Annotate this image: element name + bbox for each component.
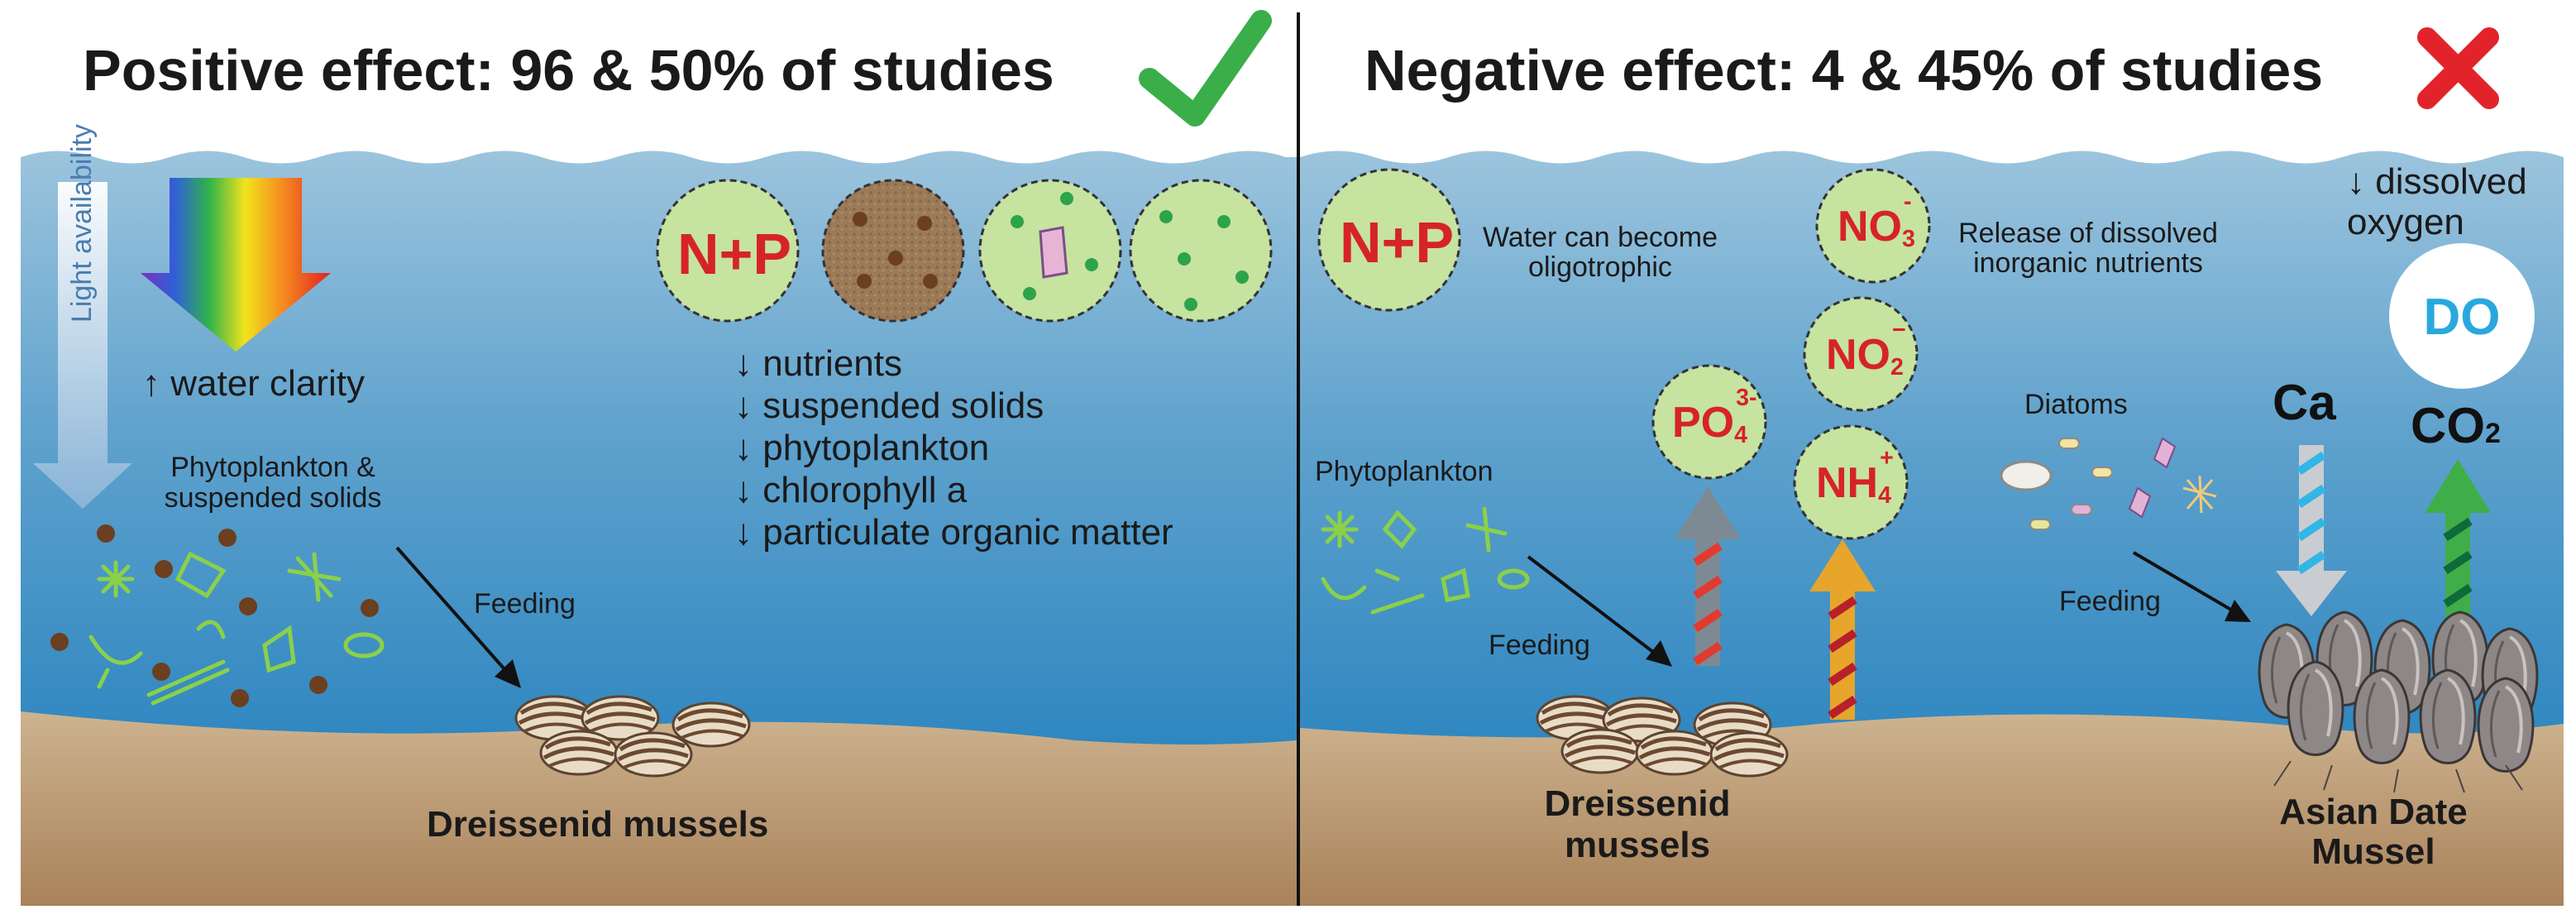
dreissenid-mussels-label-right-2: mussels [1564,825,1711,865]
release-label-1: Release of dissolved [1958,218,2218,249]
dreissenid-mussels-right [1537,697,1787,776]
sediment-left [21,711,1297,906]
no2-sup: − [1892,317,1906,343]
po4-release-arrow [1675,486,1741,666]
nh4-label: NH+4 [1816,447,1894,510]
light-availability-label: Light availability [66,123,98,323]
np-label-right: N+P [1340,210,1455,275]
cross-icon [2417,27,2499,109]
np-circle-right [1317,168,1461,312]
no3-sub: 3 [1902,226,1915,253]
co2-main: CO [2411,398,2485,453]
ca-label: Ca [2273,375,2336,430]
reduction-phytoplankton: ↓ phytoplankton [734,428,990,468]
no2-label: NO−2 [1826,318,1906,381]
phytoplankton-solids-label-2: suspended solids [164,482,382,514]
asian-date-mussel-label-1: Asian Date [2279,792,2468,832]
dreissenid-mussels-label-left: Dreissenid mussels [427,804,769,845]
po4-base: PO [1672,399,1735,447]
no3-sup: - [1904,189,1912,215]
no2-base: NO [1826,331,1890,379]
nh4-sub: 4 [1878,482,1892,510]
feeding-arrow-left [395,546,513,678]
oligotrophic-label-1: Water can become [1482,222,1718,253]
np-label-left: N+P [677,222,792,286]
reduction-nutrients: ↓ nutrients [734,343,902,384]
water-left [21,151,1297,778]
dreissenid-mussels-label-right-1: Dreissenid [1544,783,1731,824]
water-clarity-label: ↑ water clarity [142,363,365,404]
no3-indices: -3 [1902,190,1915,253]
phytoplankton-cluster-left [50,524,385,707]
no3-base: NO [1838,203,1902,251]
negative-effect-title: Negative effect: 4 & 45% of studies [1364,38,2324,103]
co2-label: CO2 [2411,401,2501,451]
feeding-arrow-left-head [495,659,521,688]
feeding-arrow-asian [2132,551,2241,616]
check-icon [1139,10,1272,127]
po4-indices: 3-4 [1734,386,1756,449]
feeding-label-left: Feeding [474,588,576,620]
oligotrophic-label-2: oligotrophic [1528,251,1672,283]
do-circle [2389,243,2535,389]
do-label: DO [2423,289,2501,346]
reduction-chlorophyll: ↓ chlorophyll a [734,470,968,510]
rainbow-arrow [141,178,331,352]
feeding-arrow-right-left-head [1646,640,1672,667]
feeding-arrow-asian-head [2225,600,2251,622]
phytoplankton-solids-label-1: Phytoplankton & [170,452,375,483]
ca-uptake-arrow [2276,445,2347,616]
asian-date-mussel-label-2: Mussel [2311,831,2435,872]
nh4-indices: +4 [1878,447,1894,510]
no2-circle [1803,296,1919,412]
po4-sub: 4 [1734,422,1748,449]
no3-circle [1815,168,1931,284]
feeding-label-asian: Feeding [2059,586,2161,617]
asian-date-mussel-cluster [2258,610,2539,793]
phytoplankton-cluster-right [1321,506,1530,615]
diatoms-cluster [2000,437,2217,530]
chlorophyll-circle [1129,179,1273,323]
no3-label: NO-3 [1838,190,1915,253]
positive-effect-title: Positive effect: 96 & 50% of studies [83,38,1054,103]
nh4-release-arrow [1809,539,1876,720]
phytoplankton-label-right: Phytoplankton [1315,456,1494,487]
suspended-solids-circle [821,179,965,323]
feeding-label-right-left: Feeding [1489,630,1590,661]
reduction-particulate-organic-matter: ↓ particulate organic matter [734,512,1173,553]
po4-circle [1651,364,1767,480]
nh4-base: NH [1816,459,1879,507]
np-circle-left [656,179,800,323]
no2-indices: −2 [1890,318,1906,381]
nh4-circle [1793,424,1909,540]
nh4-sup: + [1880,445,1894,472]
release-label-2: inorganic nutrients [1973,247,2203,279]
po4-sup: 3- [1736,385,1757,411]
dissolved-oxygen-label-1: ↓ dissolved [2347,161,2527,202]
light-availability-arrow [33,182,132,509]
no2-sub: 2 [1890,354,1904,381]
reduction-suspended-solids: ↓ suspended solids [734,385,1044,426]
dissolved-oxygen-label-2: oxygen [2347,202,2464,242]
diatoms-label: Diatoms [2024,389,2128,420]
feeding-arrow-right-left [1527,555,1662,659]
co2-release-arrow [2425,459,2491,673]
phytoplankton-circle [978,179,1122,323]
co2-sub: 2 [2485,418,2501,449]
reductions-list: ↓ nutrients ↓ suspended solids ↓ phytopl… [734,346,1173,551]
